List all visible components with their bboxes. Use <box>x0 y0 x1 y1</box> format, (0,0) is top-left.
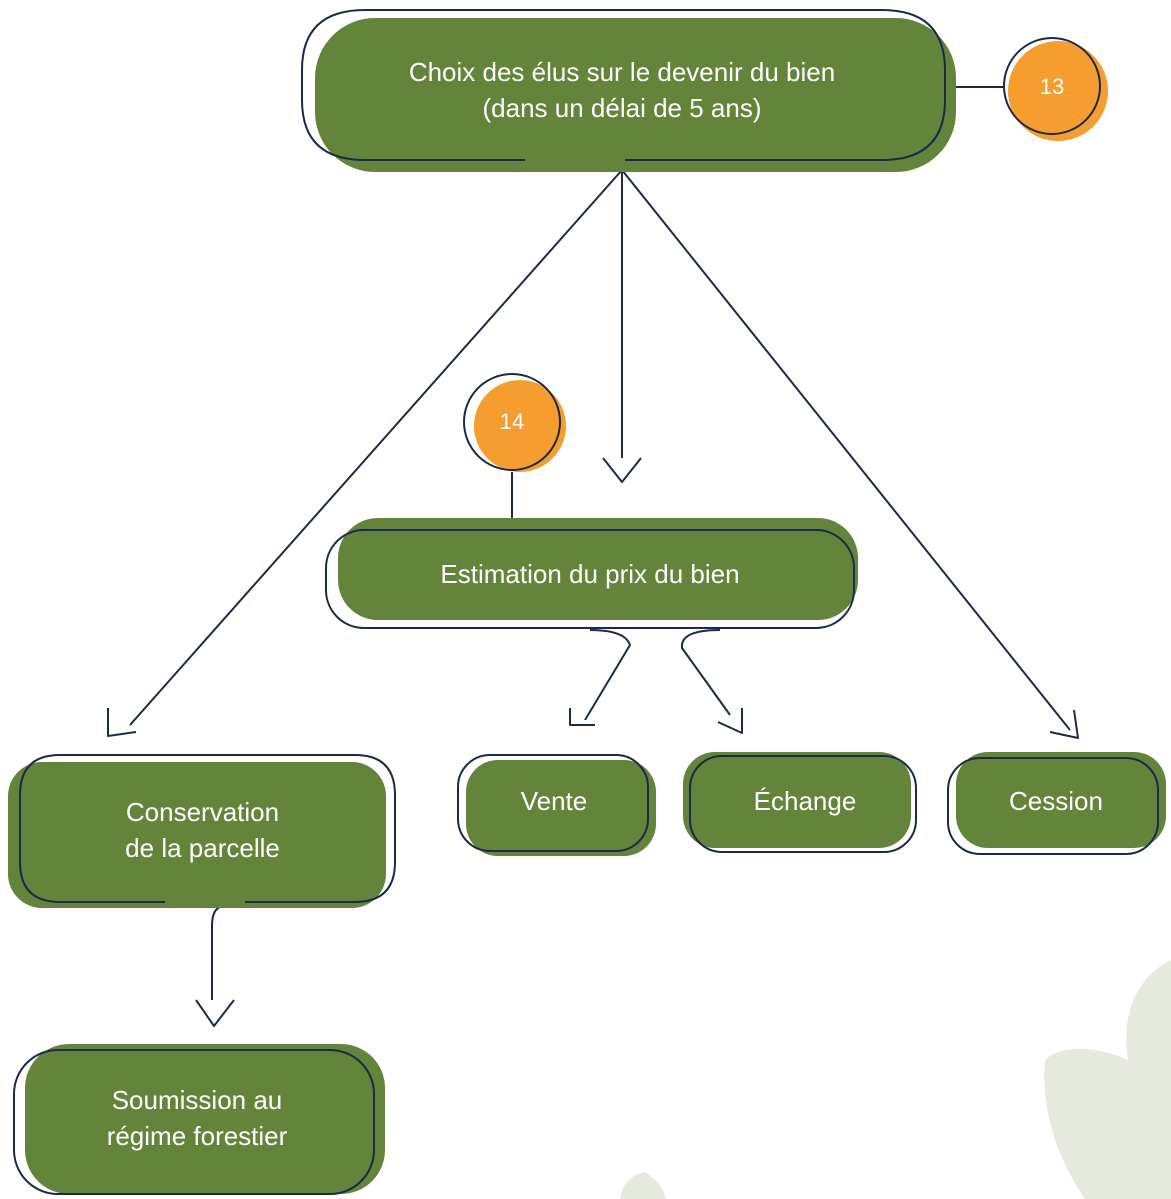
box-vente-fill <box>466 760 656 856</box>
node-estimation-label: Estimation du prix du bien <box>440 559 740 589</box>
node-conservation-line2: de la parcelle <box>125 833 280 863</box>
node-cession-label: Cession <box>1009 786 1103 816</box>
node-top-line1: Choix des élus sur le devenir du bien <box>408 57 836 87</box>
connector-top-to-cession <box>621 169 1071 731</box>
badge-14-label: 14 <box>499 409 525 434</box>
node-soumission-line1: Soumission au <box>111 1085 283 1115</box>
box-echange-outline <box>689 755 917 853</box>
node-soumission-label: Soumission au régime forestier <box>14 1048 380 1188</box>
box-echange-fill <box>683 752 911 848</box>
box-vente-outline <box>457 754 649 852</box>
box-conservation-outline <box>19 754 396 903</box>
box-soumission-outline <box>13 1049 375 1195</box>
leaf-decoration <box>1044 960 1171 1199</box>
box-top-outline <box>301 9 946 161</box>
box-estimation-outline <box>325 529 855 629</box>
connector-estimation-to-echange <box>680 629 731 716</box>
arrowhead-estimation <box>602 457 642 483</box>
box-cession-fill <box>956 752 1166 848</box>
box-conservation-fill <box>8 762 386 908</box>
arrowhead-cession <box>1049 709 1079 739</box>
node-soumission-line2: régime forestier <box>106 1121 288 1151</box>
node-echange-label: Échange <box>753 786 857 816</box>
connector-estimation-to-vente <box>584 629 631 721</box>
arrowhead-conservation <box>107 708 137 737</box>
node-top-label: Choix des élus sur le devenir du bien (d… <box>302 30 942 150</box>
node-top-line2: (dans un délai de 5 ans) <box>482 93 762 123</box>
arrowhead-echange <box>717 708 743 734</box>
arrowhead-vente <box>569 708 595 726</box>
node-conservation-label: Conservation de la parcelle <box>20 758 385 902</box>
badge-13-outline <box>1003 37 1101 135</box>
box-estimation-fill <box>338 518 858 620</box>
connector-top-to-conservation <box>129 169 623 726</box>
box-top-fill <box>315 18 956 172</box>
badge-14-fill <box>474 380 566 472</box>
box-cession-outline <box>947 757 1159 855</box>
leaf-decoration-bottom <box>620 1172 666 1199</box>
badge-13-fill <box>1008 41 1108 141</box>
badge-14-outline <box>463 373 561 471</box>
badge-13-label: 13 <box>1039 74 1065 99</box>
box-soumission-fill <box>25 1044 385 1194</box>
arrowhead-soumission <box>195 999 235 1027</box>
node-vente-label: Vente <box>520 786 588 816</box>
node-conservation-line1: Conservation <box>125 797 280 827</box>
connector-conservation-to-soumission <box>211 904 229 1000</box>
